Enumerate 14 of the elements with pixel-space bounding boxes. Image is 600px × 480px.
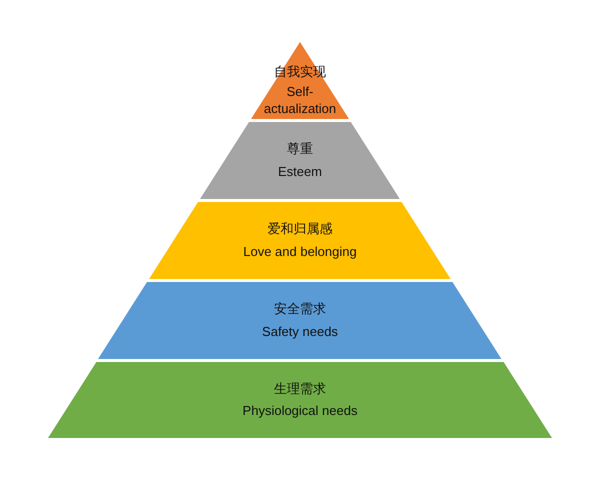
- level-label: Love and belonging: [243, 244, 357, 260]
- level-label: 爱和归属感: [267, 221, 332, 238]
- level-label: Esteem: [278, 164, 322, 180]
- pyramid-level: [251, 42, 349, 119]
- level-label: Self-actualization: [262, 84, 338, 117]
- pyramid-level: [149, 202, 451, 279]
- level-label: 生理需求: [274, 380, 326, 397]
- pyramid-level: [200, 122, 400, 199]
- level-label: Physiological needs: [242, 403, 358, 420]
- level-label: 安全需求: [274, 301, 326, 318]
- pyramid-level: [48, 362, 552, 438]
- level-label: 尊重: [286, 141, 313, 158]
- pyramid-level: [98, 282, 502, 359]
- level-label: Safety needs: [262, 324, 338, 340]
